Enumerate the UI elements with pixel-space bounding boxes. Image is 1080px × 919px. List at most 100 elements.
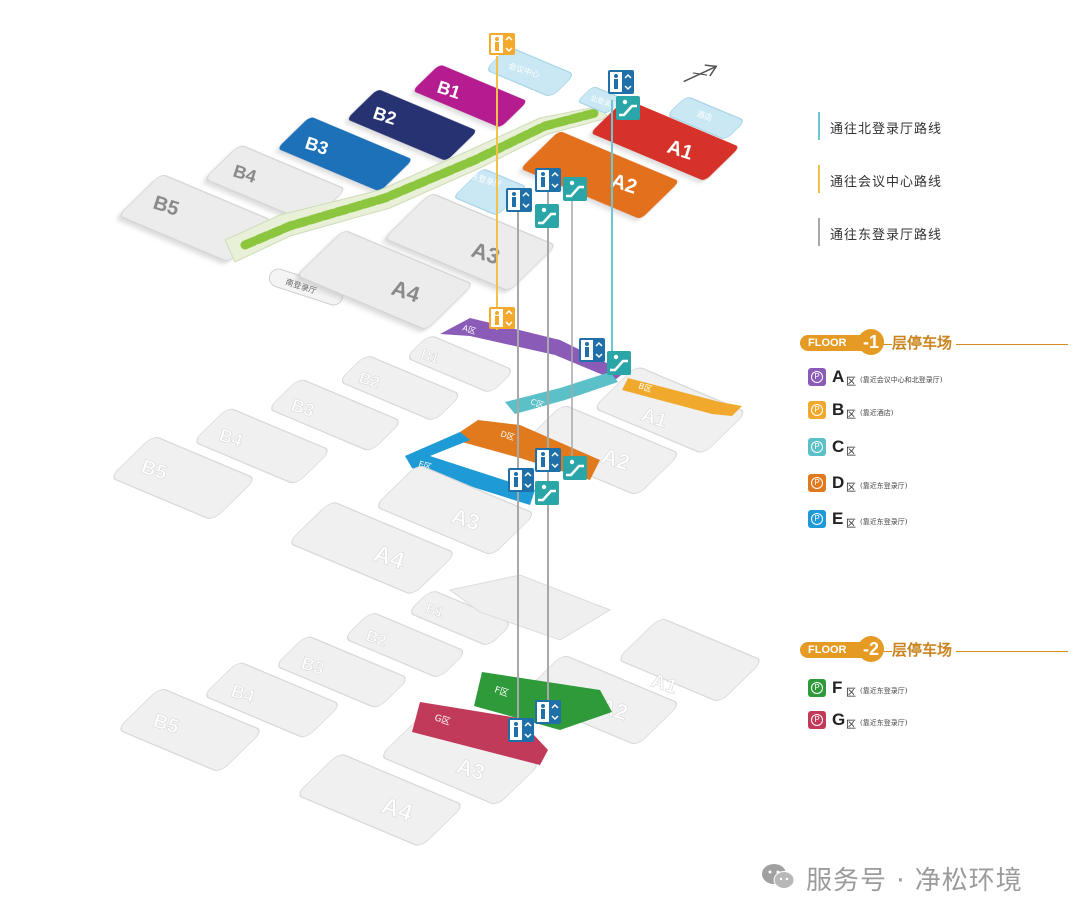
hall-B1-f1-label: B1	[419, 346, 441, 367]
hall-B1-f1	[408, 336, 512, 392]
zone-B-area	[622, 378, 742, 416]
zone-letter: A	[832, 367, 845, 386]
elevator-icon	[506, 188, 532, 212]
zone-note: (靠近东登录厅)	[860, 518, 908, 526]
zone-suffix: 区	[846, 483, 856, 494]
wechat-icon	[762, 864, 795, 889]
zone-suffix: 区	[846, 720, 856, 731]
route-swatch-conference	[818, 165, 820, 193]
hall-B2-f1-label: B2	[357, 370, 382, 393]
zone-note: (靠近东登录厅)	[860, 482, 908, 490]
zone-suffix: 区	[846, 688, 856, 699]
zone-suffix: 区	[846, 377, 856, 388]
zone-D-label: D区	[499, 429, 515, 442]
icon-layer	[489, 33, 718, 742]
hall-B1-f2	[411, 591, 509, 645]
hall-B5-f2	[120, 689, 260, 771]
parking-icon: P	[808, 438, 826, 456]
hotel-building	[669, 97, 743, 139]
floor-minus1-header: FLOOR -1 层停车场	[800, 329, 1068, 355]
route-swatch-east	[818, 218, 820, 246]
zone-E-area	[405, 432, 535, 505]
hall-B1-f2-label: B1	[424, 600, 446, 621]
elevator-icon	[489, 33, 515, 55]
hall-B5-f1	[113, 437, 253, 519]
floor-label: 层停车场	[892, 639, 957, 660]
zone-B-label: B区	[637, 381, 653, 394]
watermark-text: 服务号 · 净松环境	[806, 866, 1023, 896]
hall-A4	[299, 231, 471, 329]
escalator-icon	[563, 177, 587, 201]
hall-B2	[348, 90, 476, 160]
parking-icon: P	[808, 368, 826, 386]
zone-suffix: 区	[846, 447, 856, 458]
zone-letter: D	[832, 473, 845, 492]
zone-letter: F	[832, 678, 843, 697]
hall-A4-f1	[291, 502, 453, 594]
zone-C-label: C区	[529, 397, 545, 410]
hotel-label: 酒店	[695, 108, 713, 122]
floor-minus1-layer: B5 B4 B3 B2 B1 A区 A1 B区 C区 A2	[113, 318, 744, 594]
zone-letter: C	[832, 437, 845, 456]
zone-note: (靠近东登录厅)	[860, 719, 908, 727]
route-label-north: 通往北登录厅路线	[830, 122, 943, 137]
compass-icon	[683, 64, 718, 83]
route-legend: 通往北登录厅路线 通往会议中心路线 通往东登录厅路线	[810, 112, 1070, 271]
route-swatch-north	[818, 112, 820, 140]
elevator-icon	[489, 307, 515, 329]
zone-note: (靠近东登录厅)	[860, 687, 908, 695]
parking-icon: P	[808, 711, 826, 729]
elevator-icon	[535, 448, 561, 472]
zone-C-area	[505, 372, 618, 414]
zone-G-area	[412, 702, 548, 765]
route-legend-item-east: 通往东登录厅路线	[810, 218, 1070, 271]
route-label-conference: 通往会议中心路线	[830, 175, 943, 190]
zone-note: (靠近酒店)	[860, 409, 894, 417]
hall-B2-f2-label: B2	[364, 628, 389, 651]
elevator-icon	[535, 168, 561, 192]
escalator-icon	[563, 456, 587, 480]
elevator-icon	[535, 700, 561, 724]
divider	[860, 344, 1068, 345]
escalator-icon	[616, 96, 640, 120]
zone-letter: G	[832, 710, 846, 729]
zone-letter: E	[832, 509, 844, 528]
floor-label: 层停车场	[892, 332, 957, 353]
hall-B2-f2	[346, 613, 464, 677]
zone-letter: B	[832, 400, 845, 419]
hall-A1	[592, 100, 738, 180]
hall-A1-f2	[620, 619, 760, 701]
zone-A-label: A区	[461, 323, 477, 336]
floor-number: -2	[858, 636, 884, 662]
escalator-icon	[535, 481, 559, 505]
parking-icon: P	[808, 679, 826, 697]
hall-B3-f1	[271, 379, 399, 451]
zone-A-area	[440, 318, 625, 380]
hall-A3-f1	[378, 465, 532, 555]
escalator-icon	[535, 204, 559, 228]
zone-G-label: G区	[433, 712, 452, 727]
hall-B4-f1	[196, 408, 328, 484]
route-legend-item-north: 通往北登录厅路线	[810, 112, 1070, 165]
hall-A4-f2	[299, 754, 461, 846]
route-legend-item-conference: 通往会议中心路线	[810, 165, 1070, 218]
hall-B3-f2	[278, 636, 406, 708]
zone-suffix: 区	[846, 410, 856, 421]
elevator-icon	[579, 338, 605, 362]
hall-A2	[522, 131, 678, 219]
hall-B3	[279, 117, 411, 191]
divider	[860, 651, 1068, 652]
parking-icon: P	[808, 474, 826, 492]
floor-minus2-header: FLOOR -2 层停车场	[800, 636, 1068, 662]
elevator-icon	[608, 70, 634, 94]
hall-A3	[386, 193, 554, 291]
elevator-icon	[508, 718, 534, 742]
escalator-icon	[607, 351, 631, 375]
floor-minus2-layer: B5 B4 B3 B2 B1 A1 A2 F区 A3	[120, 574, 760, 846]
floor-number: -1	[858, 329, 884, 355]
hall-B2-f1	[341, 356, 459, 420]
elevator-icon	[508, 468, 534, 492]
ground-floor-layer: 会议中心 酒店 B1 B2 B3 B4 B5	[120, 48, 743, 329]
floor-tag: FLOOR	[800, 642, 862, 658]
zone-F-label: F区	[493, 684, 510, 699]
